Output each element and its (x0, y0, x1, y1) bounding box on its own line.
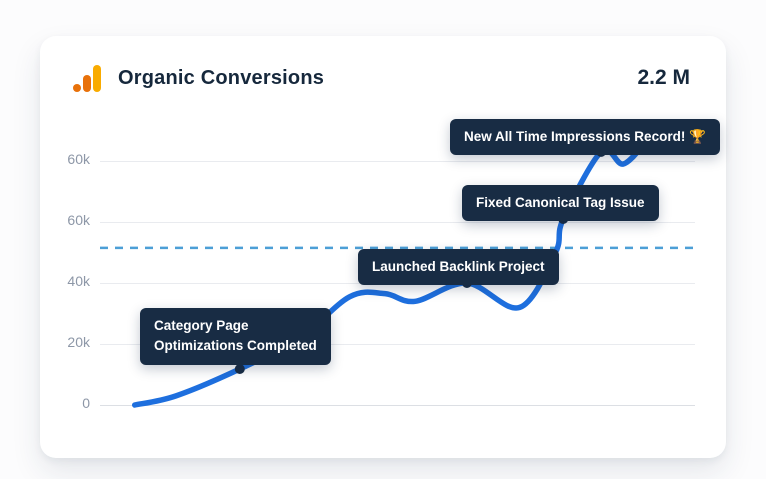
gridline (100, 405, 695, 406)
annotation-text: Optimizations Completed (154, 338, 317, 354)
annotation-text: Fixed Canonical Tag Issue (476, 195, 645, 210)
y-tick-label: 20k (67, 334, 90, 350)
analytics-bars-icon (72, 63, 102, 93)
analytics-card: 60k 60k 40k 20k 0 Category Page Optimization… (40, 36, 726, 458)
annotation-text: Category Page (154, 318, 249, 333)
y-tick-label: 60k (67, 212, 90, 228)
card-title: Organic Conversions (118, 66, 325, 89)
y-tick-label: 40k (67, 273, 90, 289)
gridline (100, 161, 695, 162)
y-tick-label: 60k (67, 151, 90, 167)
annotation-tooltip: Fixed Canonical Tag Issue (462, 185, 659, 222)
annotation-text: Launched Backlink Project (372, 259, 545, 274)
annotation-anchor-dot (234, 364, 245, 375)
chart-canvas (100, 139, 695, 408)
y-tick-label: 0 (82, 395, 90, 411)
series-line (132, 139, 648, 408)
annotation-text: New All Time Impressions Record! 🏆 (464, 129, 706, 144)
annotation-tooltip: Launched Backlink Project (358, 249, 559, 286)
analytics-icon-mid-bar (83, 75, 91, 92)
gridline (100, 222, 695, 223)
annotation-tooltip: New All Time Impressions Record! 🏆 (450, 119, 720, 156)
annotation-tooltip: Category Page Optimizations Completed (140, 308, 331, 365)
analytics-icon-tall-bar (93, 65, 101, 92)
total-metric: 2.2 M (637, 66, 690, 89)
analytics-icon-dot (73, 84, 81, 92)
gridline (100, 344, 695, 345)
conversions-chart: 60k 60k 40k 20k 0 Category Page Optimization… (40, 36, 726, 458)
card-header: Organic Conversions 2.2 M (72, 60, 690, 96)
